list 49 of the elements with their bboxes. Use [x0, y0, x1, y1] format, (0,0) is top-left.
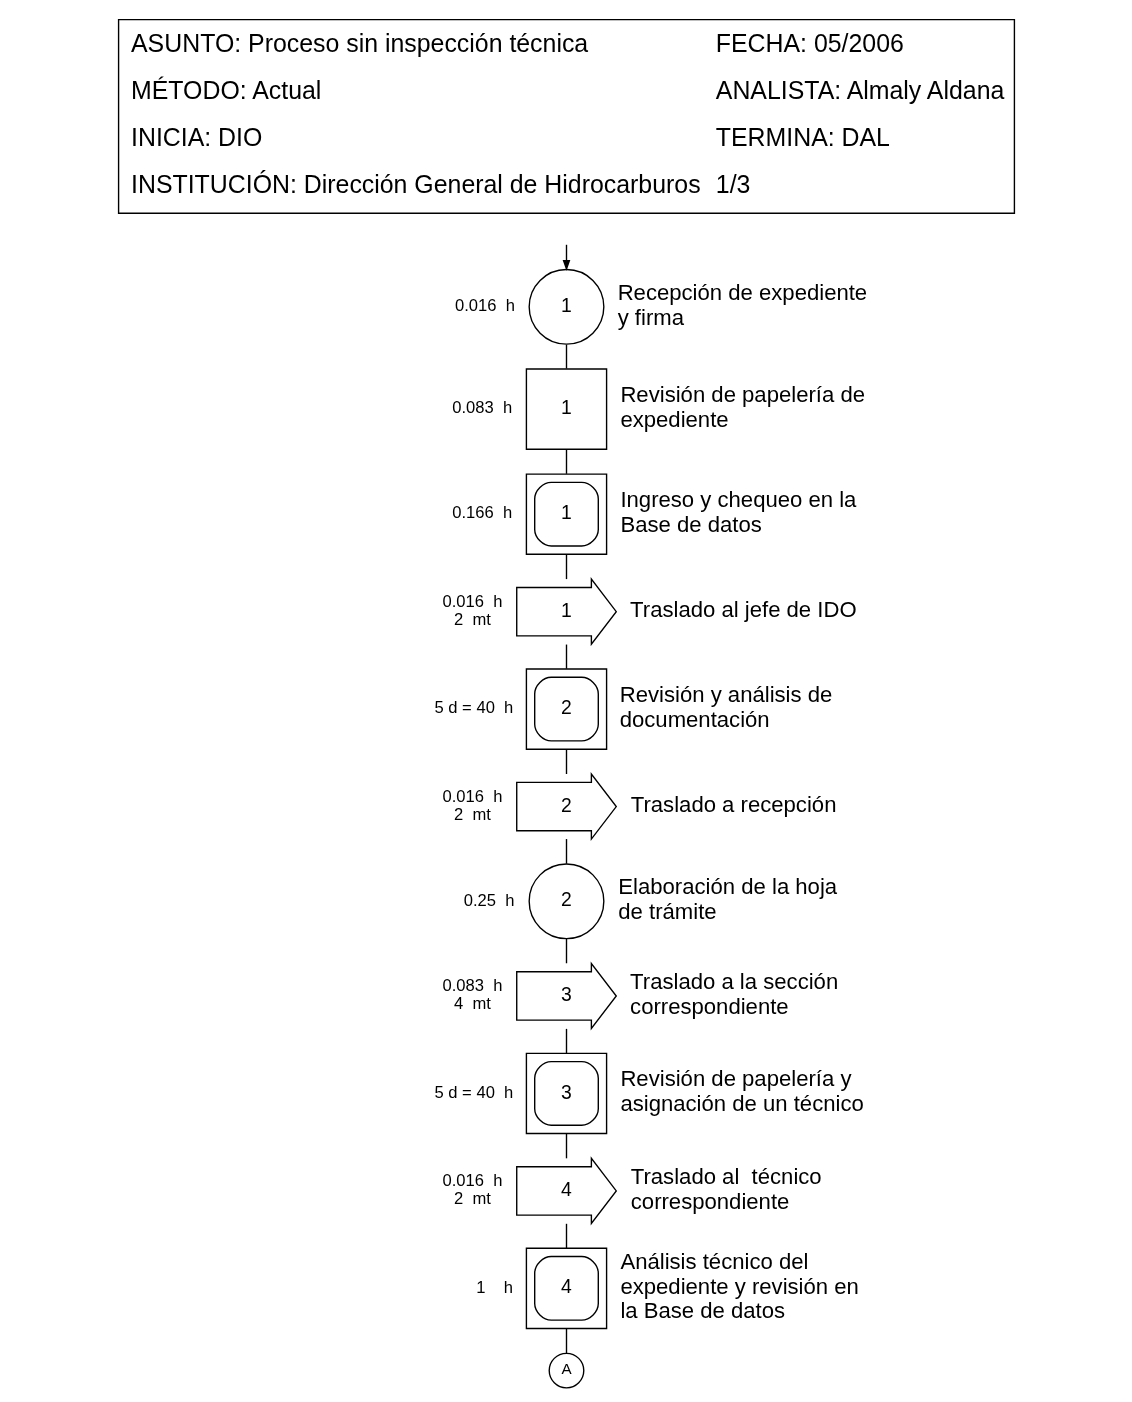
node-label: 0.016 h 2 mt [442, 591, 502, 629]
node-label: Análisis técnico del expediente y revisión en la Base de datos [619, 1248, 859, 1324]
connector [565, 1133, 567, 1159]
node-label: Traslado a recepción [630, 791, 836, 817]
connector [565, 938, 567, 964]
label: INICIA: DIO [130, 123, 262, 152]
label: 1/3 [715, 170, 750, 199]
node-box: 1 [525, 473, 607, 555]
connector [565, 553, 567, 580]
connector [565, 1028, 567, 1054]
connector [565, 449, 567, 475]
node-label: 0.016 h 2 mt [442, 1171, 502, 1209]
node-label: Traslado al jefe de IDO [629, 596, 857, 622]
connector [565, 344, 567, 370]
node-label: Traslado a la sección correspondiente [629, 968, 838, 1019]
connector [565, 838, 567, 865]
node-circle: A [548, 1352, 584, 1389]
label: ANALISTA: Almaly Aldana [715, 76, 1004, 104]
connector [565, 748, 567, 775]
node-box: 4 [525, 1247, 607, 1330]
node-label: Recepción de expediente y firma [617, 279, 867, 330]
connector [565, 1327, 567, 1354]
label: ASUNTO: Proceso sin inspección técnica [130, 29, 588, 57]
label: FECHA: 05/2006 [715, 29, 904, 57]
node-label: 0.083 h 4 mt [442, 976, 502, 1014]
label: INSTITUCIÓN: Dirección General de Hidrocarburos [130, 170, 701, 199]
label: MÉTODO: Actual [130, 76, 321, 104]
node-label: Revisión y análisis de documentación [619, 681, 832, 732]
node-box: 3 [525, 1052, 607, 1135]
node-label: Revisión de papelería de expediente [619, 381, 865, 432]
node-label: 1 h [475, 1277, 513, 1297]
node-circle: 2 [527, 863, 605, 940]
node-label: Ingreso y chequeo en la Base de datos [619, 486, 856, 537]
node-box: 1 [525, 368, 607, 450]
node-label: 0.016 h 2 mt [442, 786, 502, 824]
node-label: Elaboración de la hoja de trámite [617, 874, 837, 924]
node-label: Revisión de papelería y asignación de un técnico [619, 1066, 864, 1117]
node-label: 0.016 h [454, 296, 515, 316]
node-label: 0.166 h [451, 503, 512, 523]
node-label: 0.25 h [463, 890, 514, 910]
node-label: 5 d = 40 h [433, 1082, 513, 1102]
label: TERMINA: DAL [715, 123, 890, 152]
node-label: 0.083 h [451, 398, 512, 418]
connector [565, 643, 567, 670]
node-label: 5 d = 40 h [433, 698, 513, 718]
node-circle: 1 [527, 268, 605, 345]
node-box: 2 [525, 668, 607, 750]
node-label: Traslado al técnico correspondiente [630, 1163, 822, 1214]
connector [565, 1223, 567, 1249]
